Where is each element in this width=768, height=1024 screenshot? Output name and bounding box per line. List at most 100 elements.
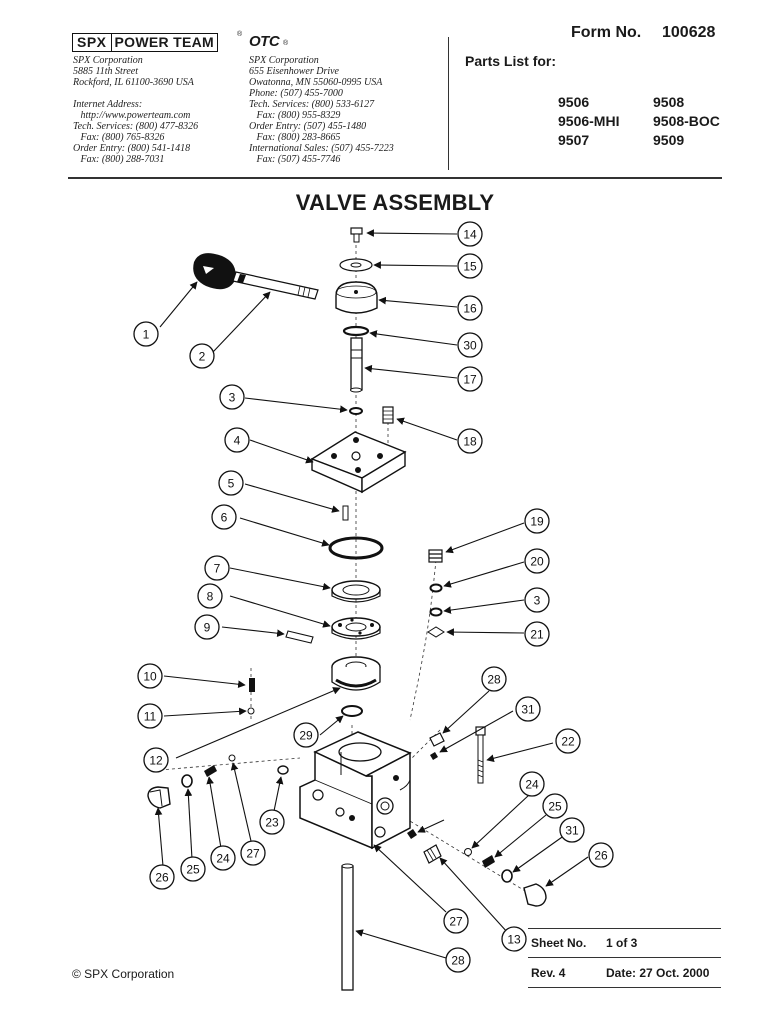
address-line: International Sales: (507) 455-7223 — [249, 143, 394, 154]
callout-19: 19 — [524, 508, 550, 534]
callout-11: 11 — [137, 703, 163, 729]
model-number: 9507 — [558, 132, 590, 148]
callout-label: 25 — [186, 863, 200, 877]
callout-label: 13 — [507, 933, 521, 947]
callout-label: 1 — [143, 328, 150, 342]
callout-28: 28 — [481, 666, 507, 692]
callout-label: 14 — [463, 228, 477, 242]
callout-16: 16 — [457, 295, 483, 321]
address-line: http://www.powerteam.com — [73, 110, 191, 121]
callout-label: 5 — [228, 477, 235, 491]
address-line: Tech. Services: (800) 533-6127 — [249, 99, 375, 110]
copyright-text: © SPX Corporation — [72, 967, 175, 981]
callout-17: 17 — [457, 366, 483, 392]
part-handle-knob-1 — [193, 253, 236, 290]
callout-28: 28 — [445, 947, 471, 973]
part-oring-20 — [429, 583, 443, 593]
callout-12: 12 — [143, 747, 169, 773]
part-pin-5 — [342, 505, 349, 521]
part-oring-3b — [429, 607, 443, 617]
callout-5: 5 — [218, 470, 244, 496]
sheet-label: Sheet No. — [531, 936, 587, 950]
part-spring-25-left — [204, 765, 217, 777]
callout-label: 18 — [463, 435, 477, 449]
callout-31: 31 — [559, 817, 585, 843]
spx-power-team-logo: SPX POWER TEAM — [72, 33, 218, 52]
callout-21: 21 — [524, 621, 550, 647]
part-oring-6 — [328, 536, 384, 560]
part-oring-30 — [342, 325, 370, 337]
part-plug-27-right — [523, 883, 547, 907]
callout-label: 11 — [144, 710, 157, 724]
address-line: 655 Eisenhower Drive — [249, 66, 339, 77]
callout-label: 28 — [487, 673, 501, 687]
model-number: 9506-MHI — [558, 113, 620, 129]
callout-label: 25 — [548, 800, 562, 814]
address-line: Fax: (507) 455-7746 — [249, 154, 341, 165]
callout-18: 18 — [457, 428, 483, 454]
callout-24: 24 — [519, 771, 545, 797]
part-ball-11 — [247, 707, 255, 715]
callout-label: 23 — [265, 816, 279, 830]
callout-25: 25 — [180, 856, 206, 882]
address-line: Tech. Services: (800) 477-8326 — [73, 121, 199, 132]
callout-29: 29 — [293, 722, 319, 748]
header-divider-vertical — [448, 37, 449, 170]
callout-23: 23 — [259, 809, 285, 835]
registered-mark: ® — [237, 31, 243, 38]
callout-24: 24 — [210, 845, 236, 871]
part-spring-28-bottom — [423, 844, 442, 864]
address-line: Phone: (507) 455-7000 — [249, 88, 343, 99]
callout-label: 28 — [451, 954, 465, 968]
part-stem-17 — [350, 337, 363, 393]
callout-1: 1 — [133, 321, 159, 347]
callout-label: 3 — [534, 594, 541, 608]
part-setscrew-18 — [382, 406, 394, 424]
part-plug-31-right — [407, 829, 417, 839]
part-plug-19 — [428, 549, 443, 563]
address-line: Internet Address: — [73, 99, 143, 110]
footer-rule-top — [528, 928, 721, 929]
address-right: SPX Corporation 655 Eisenhower Drive Owa… — [249, 55, 444, 165]
callout-9: 9 — [194, 614, 220, 640]
part-rotor-12 — [331, 656, 381, 691]
callout-label: 24 — [525, 778, 539, 792]
callout-label: 4 — [234, 434, 241, 448]
callout-label: 31 — [565, 824, 579, 838]
model-number: 9508 — [653, 94, 685, 110]
callout-label: 27 — [449, 915, 463, 929]
callout-3: 3 — [219, 384, 245, 410]
callout-label: 26 — [155, 871, 169, 885]
callout-22: 22 — [555, 728, 581, 754]
callout-label: 29 — [299, 729, 313, 743]
callout-20: 20 — [524, 548, 550, 574]
revision-label: Rev. 4 — [531, 966, 566, 980]
address-line: SPX Corporation — [249, 55, 319, 66]
address-line: Order Entry: (800) 541-1418 — [73, 143, 191, 154]
part-washer-26-right — [501, 869, 513, 883]
callout-2: 2 — [189, 343, 215, 369]
callout-27: 27 — [443, 908, 469, 934]
callout-31: 31 — [515, 696, 541, 722]
callout-6: 6 — [211, 504, 237, 530]
callout-label: 20 — [530, 555, 544, 569]
callout-label: 21 — [530, 628, 544, 642]
registered-mark-otc: ® — [283, 40, 289, 47]
sheet-value: 1 of 3 — [606, 936, 638, 950]
part-spring-10 — [249, 678, 255, 692]
callout-3: 3 — [524, 587, 550, 613]
part-oring-3 — [349, 407, 363, 415]
callout-10: 10 — [137, 663, 163, 689]
address-line: 5885 11th Street — [73, 66, 138, 77]
part-washer-7 — [331, 580, 381, 603]
footer-rule-mid — [528, 957, 721, 958]
callout-label: 15 — [463, 260, 477, 274]
part-valve-body-13 — [299, 731, 412, 850]
callout-label: 3 — [229, 391, 236, 405]
part-seal-29 — [341, 705, 363, 717]
callout-8: 8 — [197, 583, 223, 609]
callout-26: 26 — [149, 864, 175, 890]
part-disc-8 — [331, 617, 381, 640]
